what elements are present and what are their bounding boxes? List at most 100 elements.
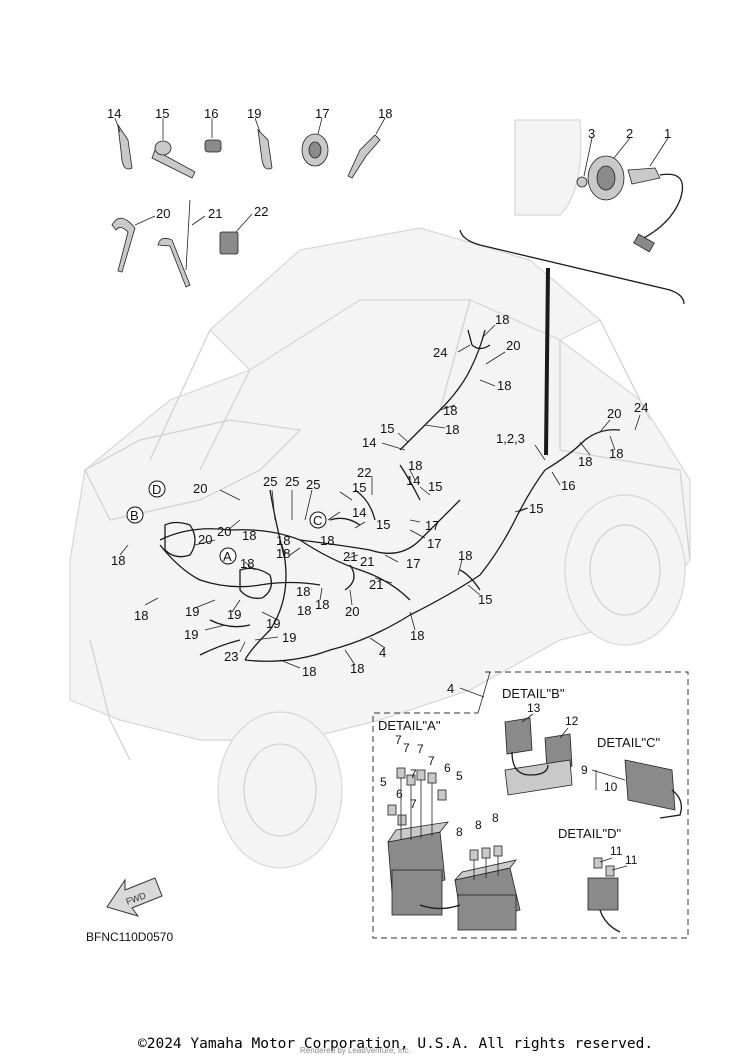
svg-text:18: 18 bbox=[609, 446, 623, 461]
clip-16 bbox=[204, 139, 222, 153]
svg-text:14: 14 bbox=[362, 435, 376, 450]
svg-text:D: D bbox=[152, 482, 161, 497]
band-20 bbox=[111, 217, 136, 273]
svg-text:9: 9 bbox=[581, 763, 588, 777]
svg-text:4: 4 bbox=[447, 681, 454, 696]
svg-text:15: 15 bbox=[380, 421, 394, 436]
svg-text:DETAIL"B": DETAIL"B" bbox=[502, 686, 565, 701]
svg-text:5: 5 bbox=[456, 769, 463, 783]
svg-text:22: 22 bbox=[254, 204, 268, 219]
detail-a-fuse-box: 7 7 7 7 7 7 6 6 5 5 8 8 8 bbox=[380, 733, 521, 931]
svg-text:17: 17 bbox=[406, 556, 420, 571]
callout-circle-d bbox=[148, 480, 166, 498]
fwd-arrow-icon: FWD bbox=[106, 877, 163, 917]
svg-text:17: 17 bbox=[427, 536, 441, 551]
svg-text:8: 8 bbox=[492, 811, 499, 825]
svg-text:21: 21 bbox=[208, 206, 222, 221]
callout-circle-c bbox=[309, 511, 327, 529]
svg-text:18: 18 bbox=[302, 664, 316, 679]
copyright-footer: ©2024 Yamaha Motor Corporation, U.S.A. A… bbox=[138, 1036, 654, 1052]
svg-text:18: 18 bbox=[240, 556, 254, 571]
clip-19 bbox=[257, 128, 273, 170]
svg-text:25: 25 bbox=[285, 474, 299, 489]
svg-text:20: 20 bbox=[193, 481, 207, 496]
svg-text:6: 6 bbox=[444, 761, 451, 775]
svg-text:19: 19 bbox=[227, 607, 241, 622]
svg-text:2: 2 bbox=[626, 126, 633, 141]
svg-text:18: 18 bbox=[297, 603, 311, 618]
svg-text:7: 7 bbox=[428, 754, 435, 768]
svg-text:20: 20 bbox=[607, 406, 621, 421]
sensor-1 bbox=[627, 167, 661, 185]
svg-text:18: 18 bbox=[408, 458, 422, 473]
svg-text:15: 15 bbox=[478, 592, 492, 607]
svg-text:16: 16 bbox=[561, 478, 575, 493]
svg-text:6: 6 bbox=[396, 787, 403, 801]
svg-text:15: 15 bbox=[155, 106, 169, 121]
svg-text:17: 17 bbox=[315, 106, 329, 121]
svg-text:14: 14 bbox=[107, 106, 121, 121]
svg-text:18: 18 bbox=[350, 661, 364, 676]
svg-text:20: 20 bbox=[156, 206, 170, 221]
svg-text:11: 11 bbox=[610, 844, 623, 858]
svg-text:DETAIL"D": DETAIL"D" bbox=[558, 826, 622, 841]
band-15 bbox=[151, 149, 196, 179]
svg-text:18: 18 bbox=[410, 628, 424, 643]
svg-text:7: 7 bbox=[410, 797, 417, 811]
svg-text:18: 18 bbox=[497, 378, 511, 393]
clip-22 bbox=[219, 231, 239, 255]
svg-text:C: C bbox=[313, 513, 322, 528]
svg-text:DETAIL"C": DETAIL"C" bbox=[597, 735, 661, 750]
svg-text:18: 18 bbox=[320, 533, 334, 548]
svg-text:B: B bbox=[130, 508, 139, 523]
svg-text:18: 18 bbox=[276, 533, 290, 548]
svg-text:18: 18 bbox=[296, 584, 310, 599]
svg-text:21: 21 bbox=[369, 577, 383, 592]
svg-text:13: 13 bbox=[527, 701, 541, 715]
svg-text:24: 24 bbox=[433, 345, 447, 360]
sensor-inset bbox=[459, 119, 685, 456]
svg-text:18: 18 bbox=[445, 422, 459, 437]
svg-text:18: 18 bbox=[378, 106, 392, 121]
band-18 bbox=[347, 134, 381, 179]
svg-text:23: 23 bbox=[224, 649, 238, 664]
svg-text:18: 18 bbox=[315, 597, 329, 612]
svg-text:8: 8 bbox=[475, 818, 482, 832]
washer-3 bbox=[576, 176, 588, 188]
svg-text:19: 19 bbox=[282, 630, 296, 645]
svg-text:1,2,3: 1,2,3 bbox=[496, 431, 525, 446]
clip-14 bbox=[117, 124, 133, 170]
svg-text:20: 20 bbox=[198, 532, 212, 547]
svg-text:12: 12 bbox=[565, 714, 579, 728]
svg-text:24: 24 bbox=[634, 400, 648, 415]
vehicle-outline bbox=[69, 227, 691, 869]
svg-text:25: 25 bbox=[263, 474, 277, 489]
svg-text:14: 14 bbox=[352, 505, 366, 520]
svg-text:22: 22 bbox=[357, 465, 371, 480]
svg-text:7: 7 bbox=[417, 742, 424, 756]
svg-text:7: 7 bbox=[410, 767, 417, 781]
callout-circles: D B C A bbox=[126, 480, 327, 565]
svg-text:1: 1 bbox=[664, 126, 671, 141]
svg-text:20: 20 bbox=[217, 524, 231, 539]
detail-d-fuse-holder: 11 11 bbox=[587, 844, 638, 933]
watermark: Rendered by LeadVenture, Inc. bbox=[300, 1046, 411, 1055]
svg-text:DETAIL"A": DETAIL"A" bbox=[378, 718, 441, 733]
svg-text:15: 15 bbox=[352, 480, 366, 495]
svg-text:18: 18 bbox=[111, 553, 125, 568]
svg-text:19: 19 bbox=[185, 604, 199, 619]
svg-text:A: A bbox=[223, 549, 232, 564]
detail-box: 4 DETAIL"B" DETAIL"A" DETAIL"C" DETAIL"D… bbox=[372, 671, 689, 939]
svg-text:20: 20 bbox=[345, 604, 359, 619]
svg-text:18: 18 bbox=[443, 403, 457, 418]
svg-text:8: 8 bbox=[456, 825, 463, 839]
svg-text:18: 18 bbox=[134, 608, 148, 623]
svg-text:10: 10 bbox=[604, 780, 618, 794]
svg-text:14: 14 bbox=[406, 473, 420, 488]
svg-text:15: 15 bbox=[376, 517, 390, 532]
svg-text:7: 7 bbox=[395, 733, 402, 747]
svg-text:11: 11 bbox=[625, 853, 638, 867]
svg-text:20: 20 bbox=[506, 338, 520, 353]
svg-text:18: 18 bbox=[495, 312, 509, 327]
